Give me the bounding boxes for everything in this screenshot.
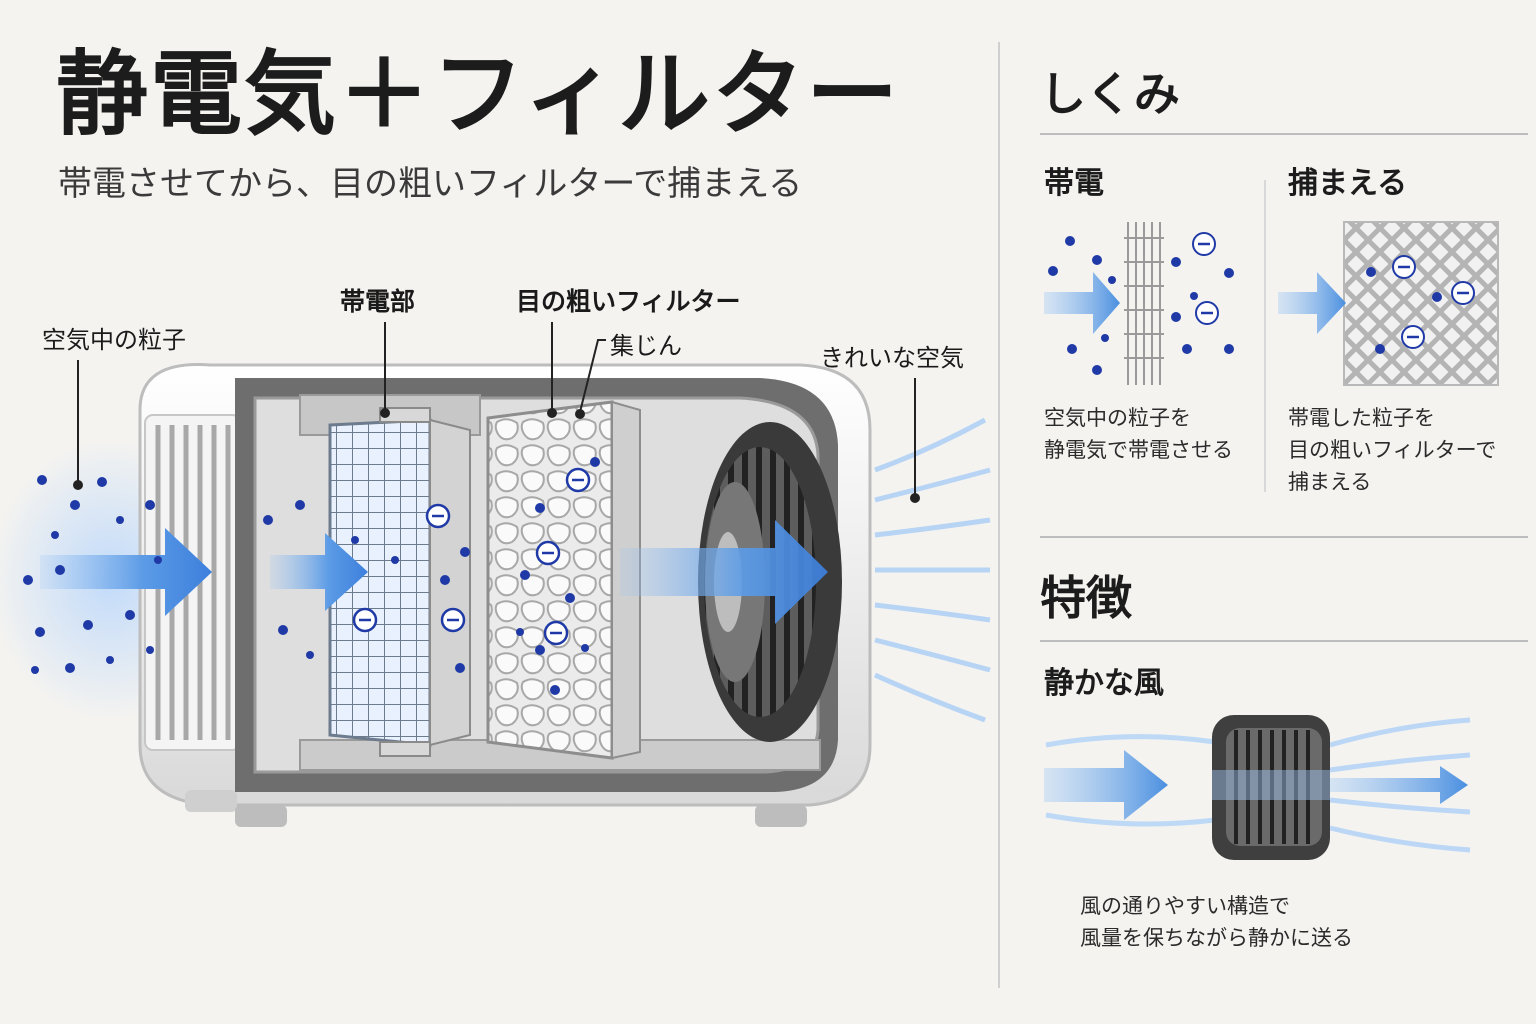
section-rule [1040, 536, 1528, 538]
capture-illustration [1278, 221, 1499, 386]
features-title: 特徴 [1040, 571, 1132, 625]
airflow-arrow-in [40, 528, 212, 616]
mechanism-rule [1040, 133, 1528, 135]
airflow-arrow-out [620, 520, 828, 624]
airflow-arrow-middle [270, 533, 368, 611]
capture-title: 捕まえる [1288, 166, 1408, 201]
airflow-arrows [40, 520, 828, 624]
page-title: 静電気＋フィルター [56, 41, 901, 148]
coarse-filter [486, 400, 641, 760]
quiet-airflow-illustration [1044, 715, 1471, 860]
charging-grid [328, 407, 471, 757]
label-coarse-filter: 目の粗いフィルター [516, 287, 741, 316]
purifier-cutaway-diagram [0, 322, 991, 827]
label-collection: 集じん [610, 332, 682, 360]
label-clean-air: きれいな空気 [820, 344, 964, 372]
leader-lines [73, 322, 920, 503]
page-subtitle: 帯電させてから、目の粗いフィルターで捕まえる [58, 164, 803, 204]
features-rule [1040, 640, 1528, 642]
quiet-title: 静かな風 [1044, 666, 1164, 701]
charge-description: 空気中の粒子を 静電気で帯電させる [1044, 406, 1233, 462]
clean-air-streams [873, 417, 991, 723]
label-particles-in: 空気中の粒子 [42, 326, 186, 354]
negative-ions [352, 467, 591, 646]
mechanism-column-divider [1264, 180, 1266, 492]
mechanism-title: しくみ [1040, 67, 1180, 121]
capture-description: 帯電した粒子を 目の粗いフィルターで 捕まえる [1288, 406, 1497, 494]
label-charging-unit: 帯電部 [340, 287, 416, 316]
charge-illustration [1044, 222, 1234, 385]
charge-title: 帯電 [1044, 166, 1104, 201]
panel-divider [998, 42, 1000, 988]
dust-particles [23, 457, 600, 695]
quiet-description: 風の通りやすい構造で 風量を保ちながら静かに送る [1080, 894, 1353, 950]
